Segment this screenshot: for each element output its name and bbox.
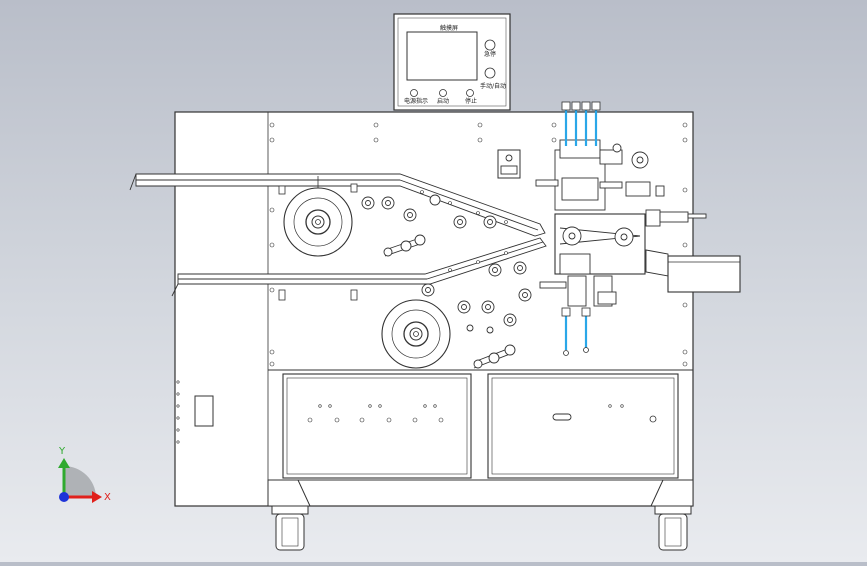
lower-cabinet [268,373,693,481]
upper-unwind-reel [283,176,353,257]
hmi-control-panel: 触摸屏 急停 手动/自动 电源指示 启动 停止 [393,13,511,111]
hmi-touch-screen [406,31,478,81]
left-access-window [194,395,214,427]
z-axis-origin [59,492,69,502]
y-axis-arrowhead [58,458,70,468]
mode-switch [484,67,496,79]
stop-button [466,89,474,97]
x-axis-arrowhead [92,491,102,503]
emergency-stop-label: 急停 [484,50,496,58]
y-axis-label: Y [58,446,66,457]
start-button [439,89,447,97]
x-axis-label: X [104,492,111,503]
base-legs-and-casters [267,479,694,551]
triad-rotation-arc [64,466,96,497]
coordinate-triad: X Y [58,446,111,503]
winding-head-assembly [497,139,741,307]
power-indicator-label: 电源指示 [404,97,428,105]
power-indicator-light [410,89,418,97]
door-handle [552,413,572,421]
mode-switch-label: 手动/自动 [480,82,506,90]
lower-feed-arm [171,237,547,297]
pneumatic-lines [561,101,601,356]
guide-rollers [278,183,532,369]
lower-unwind-reel [381,299,451,369]
stop-label: 停止 [465,97,477,105]
emergency-stop-button [484,39,496,51]
hmi-title: 触摸屏 [440,24,458,32]
start-label: 启动 [437,97,449,105]
upper-feed-arm [129,173,546,237]
